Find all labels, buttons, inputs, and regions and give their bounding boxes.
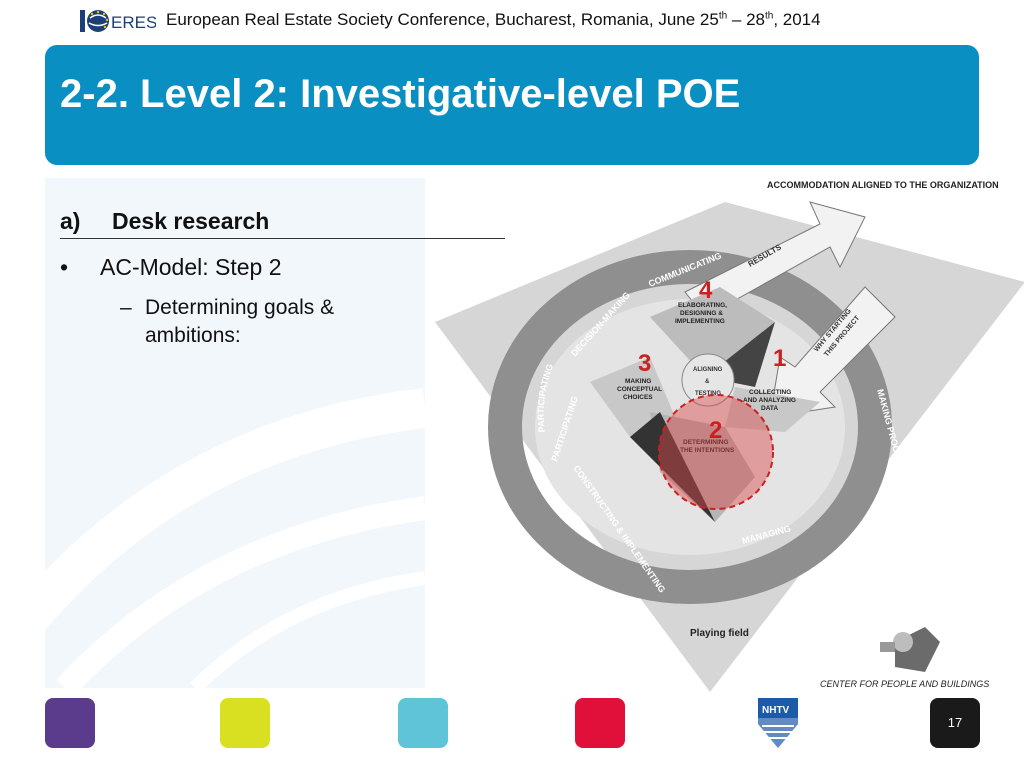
bullet-marker: • <box>60 254 69 280</box>
footer-square-purple <box>45 698 95 748</box>
step3-line1: MAKING <box>625 378 651 385</box>
sub-bullet-text: Determining goals & ambitions: <box>145 296 335 347</box>
header-bar: ERES European Real Estate Society Confer… <box>0 0 1024 44</box>
step1-line2: AND ANALYZING <box>743 397 796 404</box>
conference-sup-2: th <box>764 10 774 22</box>
step-number-3: 3 <box>638 350 651 377</box>
outer-ring <box>488 250 892 604</box>
ac-model-diagram: ACCOMMODATION ALIGNED TO THE ORGANIZATIO… <box>425 172 1024 692</box>
step2-highlight <box>658 394 774 510</box>
center-label-3: TESTING <box>695 391 721 397</box>
center-label-1: ALIGNING <box>693 367 723 373</box>
quadrant-4 <box>650 287 775 377</box>
quadrant-1 <box>725 387 820 432</box>
step1-line3: DATA <box>761 405 778 412</box>
cpb-logo-icon <box>880 627 940 672</box>
section-heading: a) Desk research <box>60 208 505 239</box>
step-number-1: 1 <box>773 345 786 372</box>
content-panel <box>45 178 425 688</box>
page-number: 17 <box>930 698 980 748</box>
title-band <box>45 45 979 165</box>
step4-line3: IMPLEMENTING <box>675 318 725 325</box>
eres-logo-text: ERES <box>111 13 156 32</box>
step-number-2: 2 <box>709 417 722 444</box>
conference-suffix: , 2014 <box>773 10 821 29</box>
eres-logo: ERES <box>80 10 156 32</box>
footer-square-cyan <box>398 698 448 748</box>
section-number: a) <box>60 208 81 234</box>
nhtv-logo: NHTV <box>758 698 798 748</box>
center-label-2: & <box>705 379 710 385</box>
footer-square-red <box>575 698 625 748</box>
step1-line1: COLLECTING <box>749 389 791 396</box>
sub-bullet-marker: – <box>120 296 132 319</box>
step4-line1: ELABORATING, <box>678 302 727 309</box>
step3-line2: CONCEPTUAL <box>617 386 662 393</box>
step-number-4: 4 <box>699 277 713 304</box>
step2-line1: DETERMINING <box>683 439 729 446</box>
diagram-top-caption: ACCOMMODATION ALIGNED TO THE ORGANIZATIO… <box>767 180 999 190</box>
quadrant-2 <box>650 412 755 522</box>
ac-model-svg: ACCOMMODATION ALIGNED TO THE ORGANIZATIO… <box>435 180 1024 692</box>
step3-line3: CHOICES <box>623 394 653 401</box>
footer-square-yellow <box>220 698 270 748</box>
nhtv-label: NHTV <box>762 705 790 716</box>
conference-prefix: European Real Estate Society Conference,… <box>166 10 719 29</box>
cpb-caption: CENTER FOR PEOPLE AND BUILDINGS <box>820 679 989 689</box>
conference-sup-1: th <box>718 10 728 22</box>
conference-mid: – 28 <box>727 10 765 29</box>
step4-line2: DESIGNING & <box>680 310 723 317</box>
section-heading-text: Desk research <box>112 208 270 234</box>
bullet-text: AC-Model: Step 2 <box>100 254 282 280</box>
panel-watermark-icon <box>45 388 425 688</box>
playing-field-label: Playing field <box>690 628 749 639</box>
slide-title: 2-2. Level 2: Investigative-level POE <box>60 72 741 116</box>
step2-line2: THE INTENTIONS <box>680 447 735 454</box>
conference-title: European Real Estate Society Conference,… <box>166 10 821 30</box>
aligning-testing-circle <box>681 353 735 407</box>
